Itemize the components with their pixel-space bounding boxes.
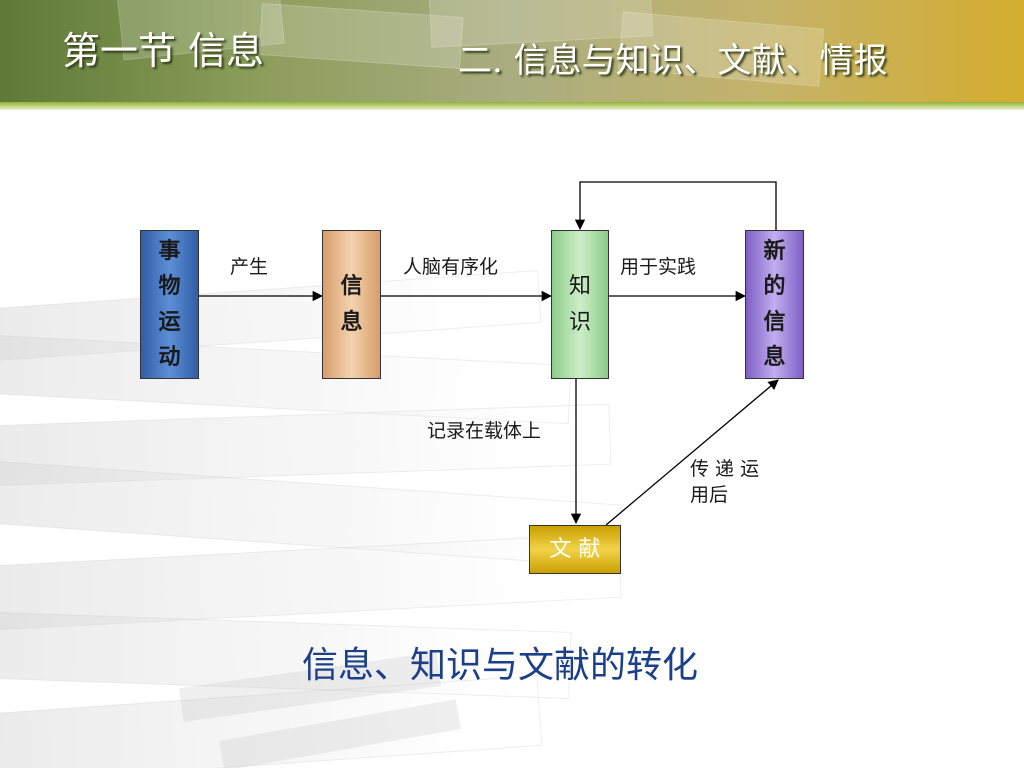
node-literature-label: 文 献: [549, 536, 601, 562]
edge-label-ordering: 人脑有序化: [403, 256, 499, 278]
node-literature: 文 献: [529, 525, 621, 574]
edge-label-practice: 用于实践: [620, 256, 697, 278]
node-event: 事物运动: [140, 230, 199, 379]
edge-label-transmit-line1: 传 递 运: [690, 458, 760, 480]
node-knowledge-label: 知识: [568, 274, 591, 335]
header-banner: 第一节 信息 二. 信息与知识、文献、情报: [0, 0, 1024, 104]
arrow-feedback-loop: [574, 181, 777, 231]
edge-label-produce: 产生: [230, 256, 269, 278]
header-divider: [0, 102, 1024, 110]
node-event-label: 事物运动: [158, 238, 181, 370]
node-knowledge: 知识: [551, 230, 609, 379]
edge-label-record: 记录在载体上: [427, 420, 542, 442]
node-info: 信息: [322, 230, 381, 379]
edge-label-transmit-line2: 用后: [690, 484, 729, 506]
section-title: 第一节 信息: [62, 29, 265, 73]
node-info-label: 信息: [340, 273, 363, 335]
slide-title: 二. 信息与知识、文献、情报: [458, 41, 888, 81]
arrow-transmit: [605, 379, 779, 526]
node-new-info-label: 新的信息: [763, 238, 786, 370]
diagram-caption: 信息、知识与文献的转化: [301, 645, 698, 686]
node-new-info: 新的信息: [745, 230, 804, 379]
